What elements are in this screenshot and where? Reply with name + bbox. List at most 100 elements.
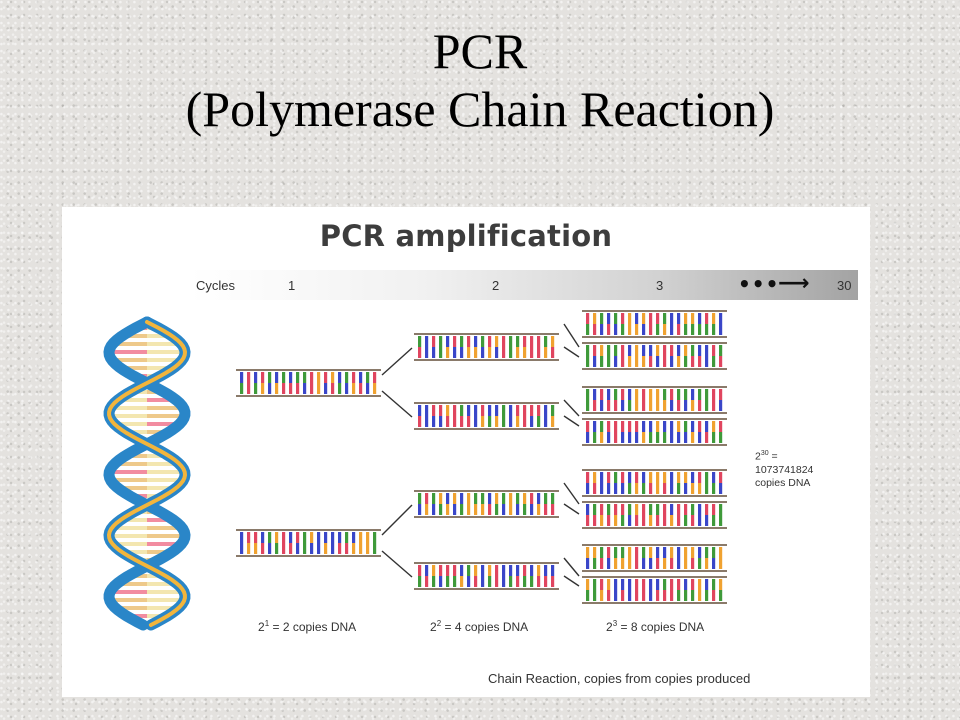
base-pair bbox=[656, 579, 660, 590]
base-pair bbox=[614, 504, 618, 515]
base-pair bbox=[719, 504, 723, 515]
base-pair bbox=[551, 416, 555, 427]
base-pair bbox=[684, 547, 688, 558]
base-pair bbox=[656, 504, 660, 515]
base-pair bbox=[712, 579, 716, 590]
base-pair bbox=[712, 324, 716, 335]
base-pair bbox=[607, 579, 611, 590]
base-pair bbox=[303, 372, 307, 383]
base-pair bbox=[254, 372, 258, 383]
base-pair bbox=[642, 432, 646, 443]
base-pair bbox=[719, 472, 723, 483]
base-pair bbox=[586, 421, 590, 432]
base-pair bbox=[373, 543, 377, 554]
base-pair bbox=[600, 345, 604, 356]
base-pair bbox=[593, 345, 597, 356]
base-pair bbox=[607, 313, 611, 324]
base-pair bbox=[656, 324, 660, 335]
base-pair bbox=[712, 421, 716, 432]
base-pair bbox=[338, 383, 342, 394]
base-pair bbox=[481, 493, 485, 504]
base-pair bbox=[474, 504, 478, 515]
base-pair bbox=[663, 590, 667, 601]
base-pair bbox=[670, 389, 674, 400]
base-pair bbox=[439, 504, 443, 515]
base-pair bbox=[635, 432, 639, 443]
base-pair bbox=[642, 400, 646, 411]
base-pair bbox=[607, 389, 611, 400]
base-pair bbox=[352, 372, 356, 383]
base-pair bbox=[663, 579, 667, 590]
base-pair bbox=[614, 515, 618, 526]
base-pair bbox=[467, 565, 471, 576]
base-pair bbox=[649, 432, 653, 443]
base-pair bbox=[691, 472, 695, 483]
base-pair bbox=[530, 576, 534, 587]
base-pair bbox=[240, 532, 244, 543]
base-pair bbox=[593, 324, 597, 335]
base-pair bbox=[600, 590, 604, 601]
base-pair bbox=[663, 432, 667, 443]
duplex-cycle3-7 bbox=[582, 544, 727, 572]
base-pair bbox=[670, 590, 674, 601]
base-pair bbox=[691, 590, 695, 601]
base-pair bbox=[460, 416, 464, 427]
base-pair bbox=[656, 313, 660, 324]
base-pair bbox=[432, 576, 436, 587]
cycle-2: 2 bbox=[492, 278, 500, 293]
base-pair bbox=[593, 421, 597, 432]
base-pair bbox=[677, 558, 681, 569]
base-pair bbox=[684, 356, 688, 367]
base-pair bbox=[719, 324, 723, 335]
base-pair bbox=[670, 313, 674, 324]
copies-label-cycle-3: 23 = 8 copies DNA bbox=[606, 619, 705, 634]
base-pair bbox=[649, 483, 653, 494]
base-pair bbox=[677, 504, 681, 515]
base-pair bbox=[677, 324, 681, 335]
base-pair bbox=[621, 356, 625, 367]
duplex-cycle3-6 bbox=[582, 501, 727, 529]
base-pair bbox=[712, 389, 716, 400]
base-pair bbox=[516, 504, 520, 515]
base-pair bbox=[677, 515, 681, 526]
base-pair bbox=[488, 504, 492, 515]
base-pair bbox=[663, 504, 667, 515]
base-pair bbox=[677, 421, 681, 432]
base-pair bbox=[324, 543, 328, 554]
base-pair bbox=[628, 389, 632, 400]
base-pair bbox=[642, 483, 646, 494]
base-pair bbox=[303, 532, 307, 543]
base-pair bbox=[586, 579, 590, 590]
base-pair bbox=[677, 313, 681, 324]
base-pair bbox=[586, 432, 590, 443]
base-pair bbox=[621, 324, 625, 335]
base-pair bbox=[418, 416, 422, 427]
base-pair bbox=[467, 504, 471, 515]
base-pair bbox=[663, 547, 667, 558]
base-pair bbox=[439, 576, 443, 587]
base-pair bbox=[495, 565, 499, 576]
base-pair bbox=[523, 504, 527, 515]
base-pair bbox=[495, 336, 499, 347]
base-pair bbox=[509, 504, 513, 515]
base-pair bbox=[621, 313, 625, 324]
base-pair bbox=[600, 400, 604, 411]
base-pair bbox=[614, 313, 618, 324]
base-pair bbox=[663, 313, 667, 324]
base-pair bbox=[628, 515, 632, 526]
base-pair bbox=[621, 345, 625, 356]
base-pair bbox=[537, 347, 541, 358]
base-pair bbox=[684, 504, 688, 515]
base-pair bbox=[684, 483, 688, 494]
base-pair bbox=[663, 483, 667, 494]
base-pair bbox=[495, 493, 499, 504]
base-pair bbox=[593, 472, 597, 483]
base-pair bbox=[628, 313, 632, 324]
base-pair bbox=[523, 576, 527, 587]
base-pair bbox=[460, 347, 464, 358]
base-pair bbox=[705, 579, 709, 590]
base-pair bbox=[460, 504, 464, 515]
base-pair bbox=[474, 405, 478, 416]
base-pair bbox=[684, 558, 688, 569]
base-pair bbox=[586, 504, 590, 515]
